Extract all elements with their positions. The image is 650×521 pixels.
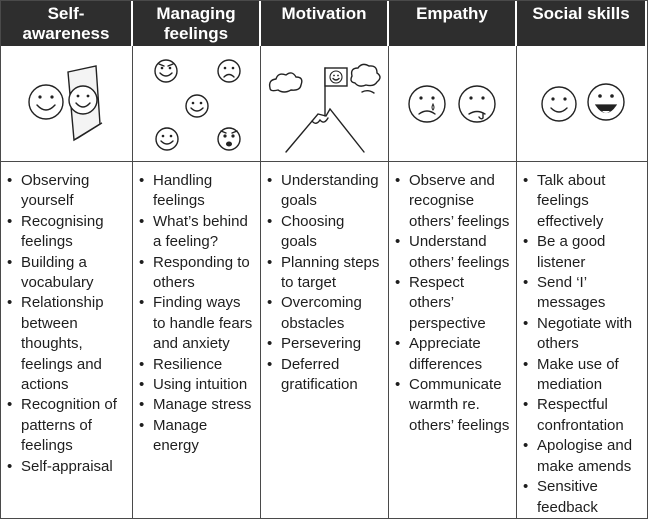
list-item: Understand others’ feelings — [393, 232, 512, 273]
header-line: awareness — [22, 24, 110, 43]
list-item: Sensitive feedback — [521, 477, 643, 518]
bullet-list: Handling feelings What’s behind a feelin… — [137, 171, 256, 457]
bullet-list: Observe and recognise others’ feelings U… — [393, 171, 512, 436]
list-managing-feelings: Handling feelings What’s behind a feelin… — [133, 162, 261, 518]
bullet-list: Talk about feelings effectively Be a goo… — [521, 171, 643, 518]
list-item: Resilience — [137, 355, 256, 376]
header-empathy: Empathy — [389, 1, 517, 46]
list-item: Finding ways to handle fears and anxiety — [137, 293, 256, 354]
header-line: Empathy — [416, 4, 488, 23]
list-item: Observing yourself — [5, 171, 128, 212]
header-line: Managing — [156, 4, 236, 23]
emotion-faces-icon — [153, 58, 241, 151]
header-motivation: Motivation — [261, 1, 389, 46]
list-item: What’s behind a feeling? — [137, 212, 256, 253]
list-social-skills: Talk about feelings effectively Be a goo… — [517, 162, 647, 518]
list-item: Overcoming obstacles — [265, 293, 384, 334]
list-item: Make use of mediation — [521, 355, 643, 396]
list-item: Self-appraisal — [5, 457, 128, 478]
sad-faces-icon — [407, 84, 496, 123]
smiley-face-with-mirror-icon — [27, 64, 102, 141]
bullet-list: Understanding goals Choosing goals Plann… — [265, 171, 384, 395]
header-line: feelings — [163, 24, 229, 43]
header-line: Social skills — [532, 4, 630, 23]
header-line: Motivation — [281, 4, 367, 23]
header-line: Self- — [47, 4, 85, 23]
list-item: Negotiate with others — [521, 314, 643, 355]
list-item: Recognition of patterns of feelings — [5, 395, 128, 456]
list-item: Relationship between thoughts, feelings … — [5, 293, 128, 395]
mountain-flag-icon — [268, 63, 381, 153]
bullet-list: Observing yourself Recognising feelings … — [5, 171, 128, 478]
list-item: Talk about feelings effectively — [521, 171, 643, 232]
list-item: Recognising feelings — [5, 212, 128, 253]
list-item: Be a good listener — [521, 232, 643, 273]
list-item: Choosing goals — [265, 212, 384, 253]
list-item: Send ‘I’ messages — [521, 273, 643, 314]
header-self-awareness: Self- awareness — [1, 1, 133, 46]
picture-social-skills — [517, 46, 647, 162]
picture-managing-feelings — [133, 46, 261, 162]
list-item: Appreciate differences — [393, 334, 512, 375]
list-item: Handling feelings — [137, 171, 256, 212]
list-self-awareness: Observing yourself Recognising feelings … — [1, 162, 133, 518]
picture-motivation — [261, 46, 389, 162]
list-item: Planning steps to target — [265, 253, 384, 294]
list-motivation: Understanding goals Choosing goals Plann… — [261, 162, 389, 518]
list-item: Deferred gratification — [265, 355, 384, 396]
list-item: Observe and recognise others’ feelings — [393, 171, 512, 232]
picture-empathy — [389, 46, 517, 162]
header-social-skills: Social skills — [517, 1, 647, 46]
list-item: Persevering — [265, 334, 384, 355]
list-item: Manage stress — [137, 395, 256, 416]
list-item: Manage energy — [137, 416, 256, 457]
list-item: Respect others’ perspective — [393, 273, 512, 334]
list-item: Communicate warmth re. others’ feelings — [393, 375, 512, 436]
list-item: Apologise and make amends — [521, 436, 643, 477]
smiling-faces-icon — [541, 82, 625, 122]
list-item: Building a vocabulary — [5, 253, 128, 294]
list-item: Understanding goals — [265, 171, 384, 212]
list-empathy: Observe and recognise others’ feelings U… — [389, 162, 517, 518]
list-item: Using intuition — [137, 375, 256, 396]
header-managing-feelings: Managing feelings — [133, 1, 261, 46]
picture-self-awareness — [1, 46, 133, 162]
list-item: Responding to others — [137, 253, 256, 294]
list-item: Respectful confrontation — [521, 395, 643, 436]
